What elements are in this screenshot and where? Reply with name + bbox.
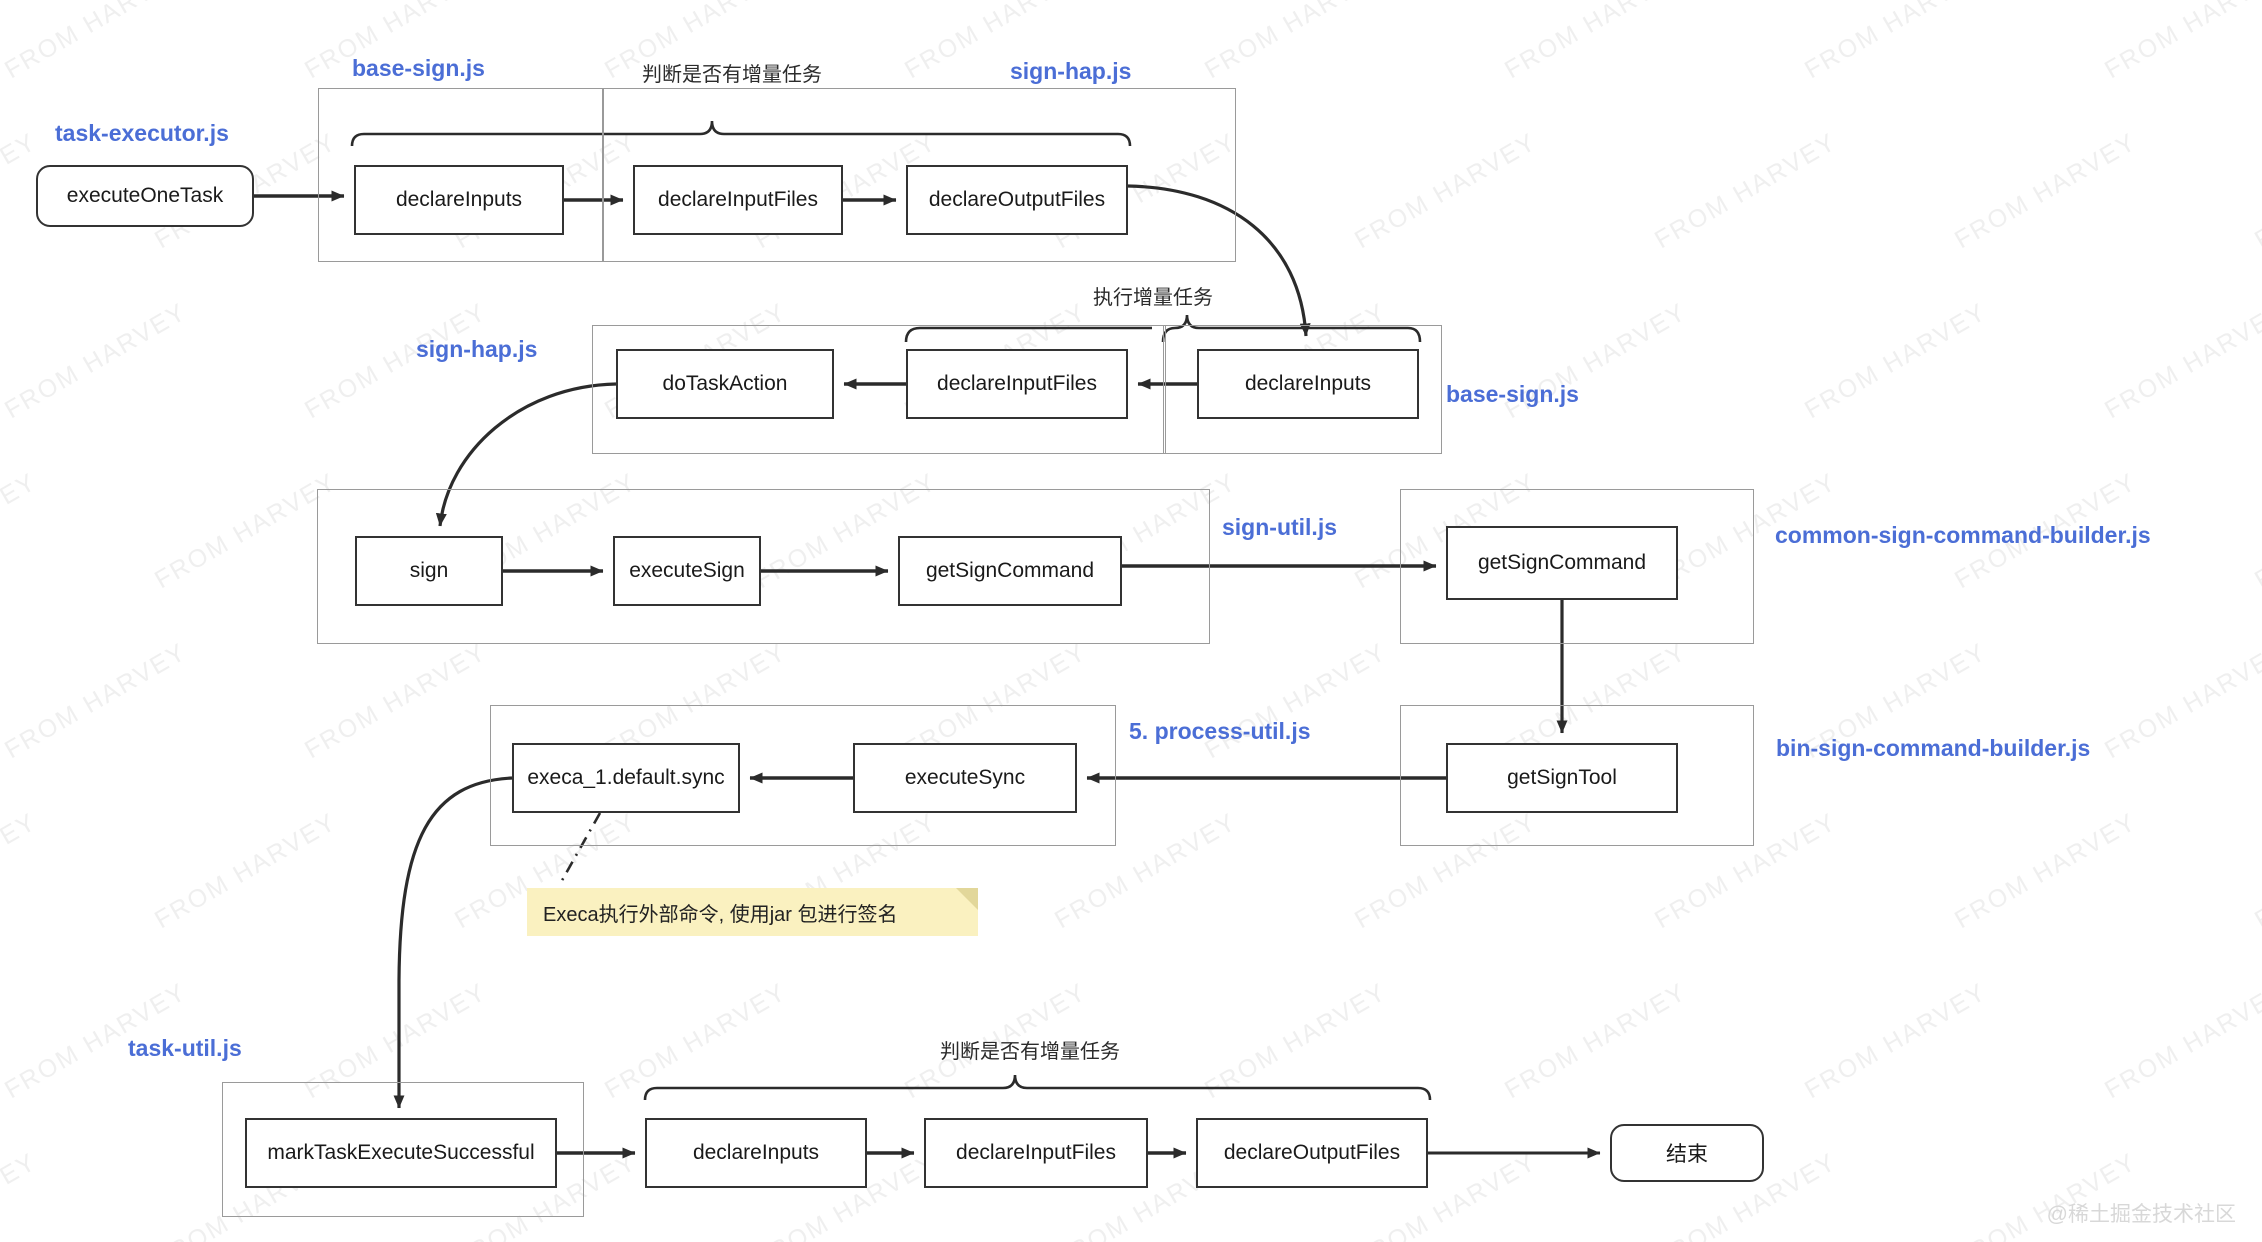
- group-base-sign-top: [318, 88, 604, 262]
- node-label: sign: [409, 559, 449, 582]
- node-declareInputFiles-2[interactable]: declareInputFiles: [906, 349, 1128, 419]
- group-process-util: [490, 705, 1116, 846]
- node-getSignTool[interactable]: getSignTool: [1446, 743, 1678, 813]
- node-label: declareOutputFiles: [1223, 1141, 1401, 1164]
- note-fold-icon: [956, 888, 978, 910]
- node-execa-default-sync[interactable]: execa_1.default.sync: [512, 743, 740, 813]
- group-sign-hap-mid: [592, 325, 1166, 454]
- node-declareOutputFiles-1[interactable]: declareOutputFiles: [906, 165, 1128, 235]
- node-getSignCommand-sign-util[interactable]: getSignCommand: [898, 536, 1122, 606]
- node-label: execa_1.default.sync: [527, 766, 725, 789]
- group-common-builder: [1400, 489, 1754, 644]
- node-markTaskExecuteSuccessful[interactable]: markTaskExecuteSuccessful: [245, 1118, 557, 1188]
- node-label: declareInputs: [692, 1141, 820, 1164]
- brace-top-shape: [350, 120, 1132, 147]
- node-label: markTaskExecuteSuccessful: [267, 1141, 535, 1164]
- node-declareInputs-2[interactable]: declareInputs: [1197, 349, 1419, 419]
- module-label-sign-hap-top: sign-hap.js: [1010, 58, 1132, 84]
- module-label-process-util: 5. process-util.js: [1129, 718, 1311, 744]
- group-sign-util: [317, 489, 1210, 644]
- node-declareInputs-3[interactable]: declareInputs: [645, 1118, 867, 1188]
- node-sign[interactable]: sign: [355, 536, 503, 606]
- node-label: declareInputFiles: [937, 372, 1097, 395]
- module-label-sign-hap-mid: sign-hap.js: [416, 336, 538, 362]
- edge-doTaskAction-sign: [435, 382, 617, 527]
- node-doTaskAction[interactable]: doTaskAction: [616, 349, 834, 419]
- module-label-task-executor: task-executor.js: [55, 120, 229, 146]
- group-bin-builder: [1400, 705, 1754, 846]
- node-label: declareInputFiles: [658, 188, 818, 211]
- module-label-bin-sign-command-builder: bin-sign-command-builder.js: [1776, 735, 2091, 761]
- node-label: getSignCommand: [1477, 551, 1647, 574]
- node-declareInputFiles-1[interactable]: declareInputFiles: [633, 165, 843, 235]
- brace-label-brace-bottom: 判断是否有增量任务: [940, 1041, 1120, 1063]
- node-executeSync[interactable]: executeSync: [853, 743, 1077, 813]
- brace-mid2-shape: [904, 326, 1152, 343]
- node-label: getSignTool: [1507, 766, 1617, 789]
- module-label-task-util: task-util.js: [128, 1035, 242, 1061]
- brace-label-brace-mid: 执行增量任务: [1093, 287, 1213, 309]
- edge-execa-markTask: [393, 776, 513, 1109]
- node-declareInputs-1[interactable]: declareInputs: [354, 165, 564, 235]
- execa-note-text: Execa执行外部命令, 使用jar 包进行签名: [543, 903, 898, 926]
- brace-mid-shape: [1161, 314, 1422, 343]
- group-sign-hap-top: [602, 88, 1236, 262]
- module-label-common-sign-command-builder: common-sign-command-builder.js: [1775, 522, 2151, 548]
- node-end[interactable]: 结束: [1610, 1124, 1764, 1182]
- node-executeSign[interactable]: executeSign: [613, 536, 761, 606]
- node-label: executeOneTask: [66, 184, 224, 207]
- node-label: declareInputs: [395, 188, 523, 211]
- module-label-sign-util: sign-util.js: [1222, 514, 1337, 540]
- module-label-base-sign-top: base-sign.js: [352, 55, 485, 81]
- edge-declareOutputFiles-declareInputs2: [1127, 184, 1311, 337]
- node-label: getSignCommand: [925, 559, 1095, 582]
- node-label: declareInputs: [1244, 372, 1372, 395]
- node-declareOutputFiles-3[interactable]: declareOutputFiles: [1196, 1118, 1428, 1188]
- node-declareInputFiles-3[interactable]: declareInputFiles: [924, 1118, 1148, 1188]
- node-executeOneTask[interactable]: executeOneTask: [36, 165, 254, 227]
- source-credit: @稀土掘金技术社区: [2046, 1203, 2236, 1226]
- node-label: executeSync: [904, 766, 1026, 789]
- node-label: 结束: [1666, 1143, 1708, 1166]
- node-label: declareInputFiles: [956, 1141, 1116, 1164]
- module-label-base-sign-mid: base-sign.js: [1446, 381, 1579, 407]
- node-label: doTaskAction: [662, 372, 788, 395]
- node-label: executeSign: [629, 559, 745, 582]
- node-label: declareOutputFiles: [928, 188, 1106, 211]
- brace-bottom-shape: [643, 1074, 1432, 1101]
- execa-sticky-note: Execa执行外部命令, 使用jar 包进行签名: [527, 888, 978, 936]
- edge-execa-note: [558, 812, 602, 885]
- brace-label-brace-top: 判断是否有增量任务: [642, 64, 822, 86]
- group-task-util: [222, 1082, 584, 1217]
- node-getSignCommand-common[interactable]: getSignCommand: [1446, 526, 1678, 600]
